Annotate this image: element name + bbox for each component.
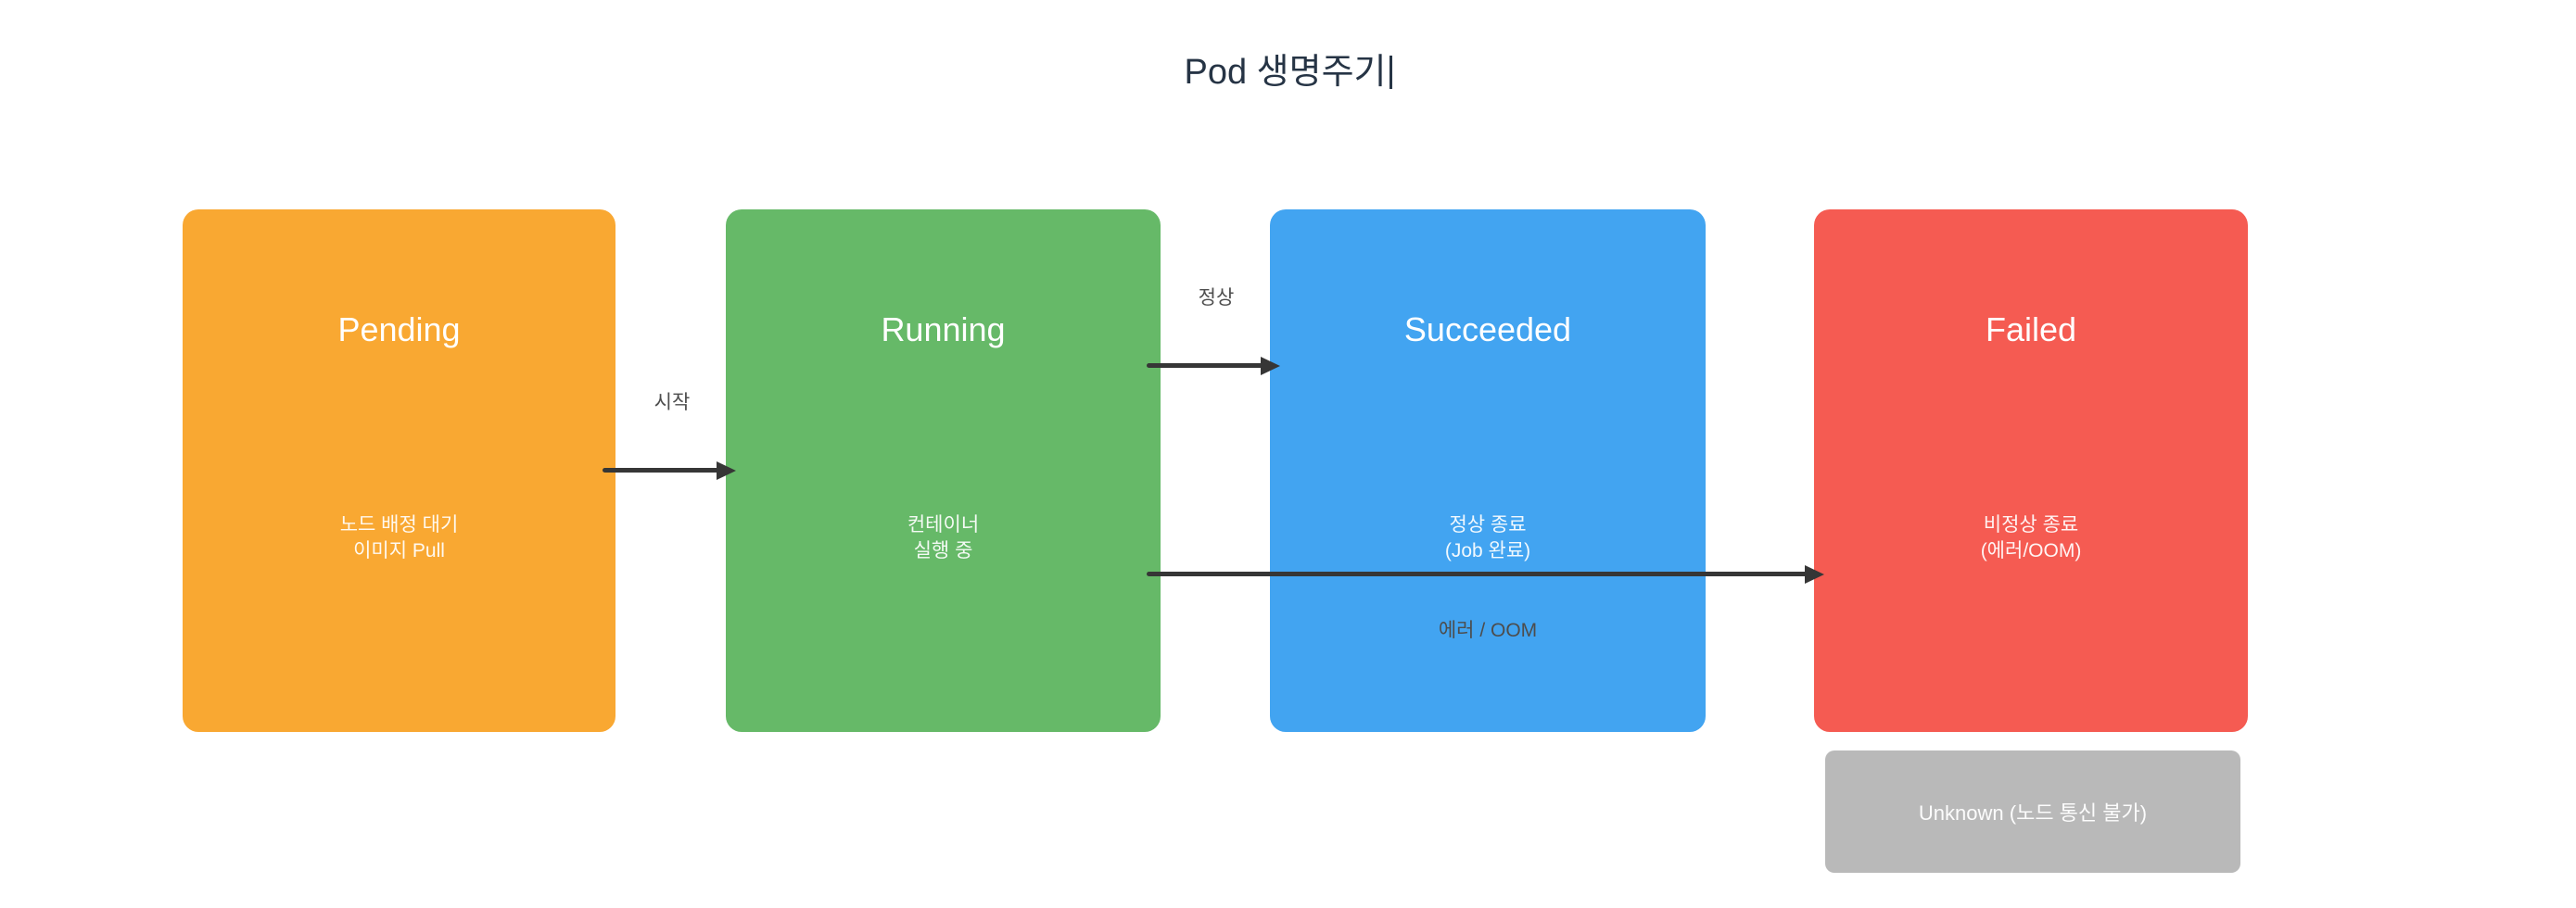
node-title-label: Pending — [337, 310, 461, 348]
edge-start-arrow-line[interactable] — [603, 468, 720, 473]
edge-error-label: 에러 / OOM — [1438, 620, 1538, 641]
edge-normal-label: 정상 — [1198, 287, 1235, 309]
node-title-label: Unknown (노드 통신 불가) — [1918, 801, 2148, 825]
edge-start-arrow-head — [717, 461, 736, 480]
page-title[interactable]: Pod 생명주기 — [1184, 53, 1387, 92]
node-title-label: Failed — [1985, 310, 2077, 348]
edge-error-arrow-head — [1805, 565, 1824, 584]
state-node-unknown[interactable]: Unknown (노드 통신 불가) — [1825, 750, 2240, 873]
text-cursor-caret — [1389, 56, 1392, 89]
node-sublabel: 비정상 종료 (에러/OOM) — [1980, 514, 2082, 561]
edge-normal-arrow-head — [1261, 357, 1280, 375]
state-node-running[interactable]: Running 컨테이너 실행 중 — [726, 209, 1161, 732]
node-sublabel: 컨테이너 실행 중 — [907, 514, 980, 561]
state-node-failed[interactable]: Failed 비정상 종료 (에러/OOM) — [1814, 209, 2248, 732]
node-sublabel: 정상 종료 (Job 완료) — [1444, 514, 1531, 561]
edge-error-arrow-line[interactable] — [1147, 572, 1808, 576]
edge-normal-arrow-line[interactable] — [1147, 363, 1263, 368]
state-node-pending[interactable]: Pending 노드 배정 대기 이미지 Pull — [183, 209, 615, 732]
state-node-succeeded[interactable]: Succeeded 정상 종료 (Job 완료) — [1270, 209, 1706, 732]
node-title-label: Running — [881, 310, 1006, 348]
page-title-wrap: Pod 생명주기 — [1184, 52, 1392, 93]
node-sublabel: 노드 배정 대기 이미지 Pull — [339, 514, 459, 561]
node-title-label: Succeeded — [1403, 310, 1572, 348]
edge-start-label: 시작 — [654, 392, 691, 413]
